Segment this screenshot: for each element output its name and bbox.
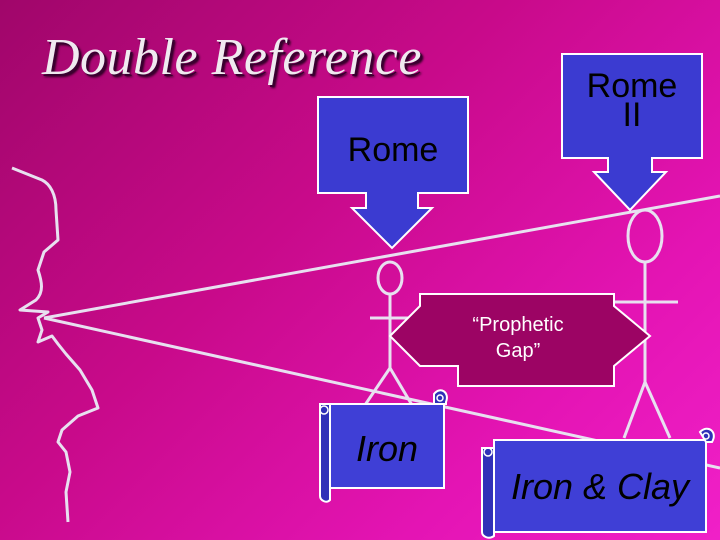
scroll-iron <box>319 389 448 503</box>
slide-title: Double Reference <box>42 29 422 86</box>
scroll-label-iron: Iron <box>355 428 419 469</box>
prophet-profile <box>11 166 100 523</box>
callout-label-rome-ii-line2: II <box>622 96 642 134</box>
callout-label-rome-ii-line1: Rome <box>586 67 678 105</box>
prophetic-gap-label: “Prophetic Gap” <box>458 312 578 364</box>
scroll-iron-clay <box>481 427 715 539</box>
stick-figure-left <box>363 260 414 406</box>
prophetic-gap-line1: “Prophetic <box>472 314 564 336</box>
stick-figure-right <box>612 208 678 439</box>
sight-line-upper <box>43 194 720 320</box>
callout-box-rome <box>317 96 469 250</box>
scroll-label-iron-clay: Iron & Clay <box>510 466 690 507</box>
callout-label-rome: Rome <box>347 131 439 169</box>
prophetic-gap-arrow <box>388 293 652 387</box>
prophetic-gap-line2: Gap” <box>495 340 541 362</box>
callout-box-rome-ii <box>561 53 703 212</box>
